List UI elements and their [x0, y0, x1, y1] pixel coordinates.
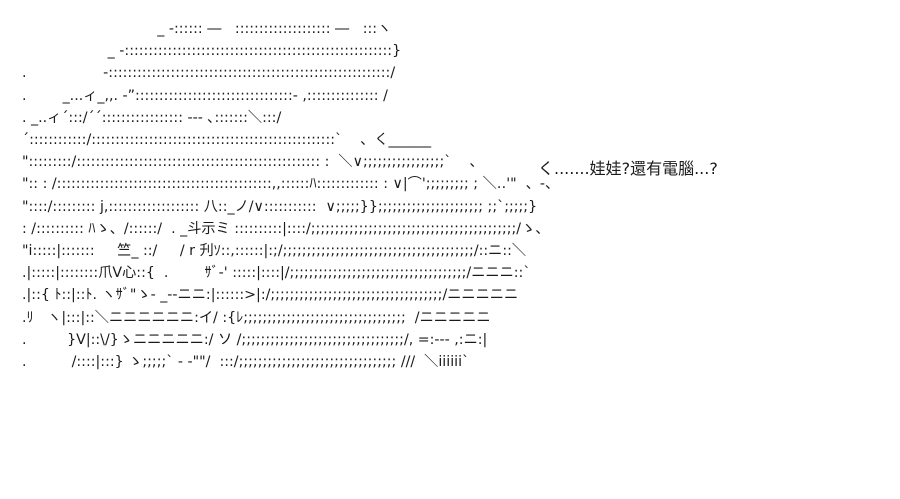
art-line: _ -:::::::::::::::::::::::::::::::::::::…: [22, 43, 402, 60]
art-line: "::::/::::::::: j,::::::::::::::::::: 八:…: [22, 198, 538, 215]
art-line: . }V|::\/}ゝニニニニニ:/ ソ /;;;;;;;;;;;;;;;;;;…: [22, 331, 488, 348]
art-line: .|::{ ﾄ::|::ﾄ. ヽｻﾞ"ゝ‐ _‐‐ニニ:|::::::>|:/;…: [22, 287, 519, 304]
art-line: _ -:::::: ― :::::::::::::::::::: ― :::ヽ: [22, 21, 392, 37]
art-line: .ﾘ ヽ|:::|::＼ニニニニニニ:イ/ :{ﾚ;;;;;;;;;;;;;;;…: [22, 309, 491, 326]
art-line: . -:::::::::::::::::::::::::::::::::::::…: [22, 65, 396, 82]
art-line: "i:::::|::::::: 竺_ ::/ / r 刋ｿ::,::::::|:…: [22, 243, 527, 260]
art-line: ":::::::::/:::::::::::::::::::::::::::::…: [22, 154, 484, 171]
art-line: . _..ィ´:::/´´::::::::::::::::: ‐‐‐ ､::::…: [22, 109, 282, 126]
art-line: .|:::::|::::::::爪V心::{ . ｻﾞ‐' :::::|::::…: [22, 265, 531, 282]
art-line: . /::::|:::} ゝ;;;;;` ‐ -""/ :::/;;;;;;;;…: [22, 354, 470, 371]
art-line: ":: : /:::::::::::::::::::::::::::::::::…: [22, 176, 560, 193]
art-line: . _...ィ_,,. -”::::::::::::::::::::::::::…: [22, 87, 388, 104]
ascii-art-figure: _ -:::::: ― :::::::::::::::::::: ― :::ヽ …: [22, 18, 642, 488]
speech-text: く.......娃娃?還有電腦...?: [538, 159, 718, 178]
art-line: : /:::::::::: ﾊゝ、/::::::/ . _斗示ミ :::::::…: [22, 220, 550, 237]
art-line: ´::::::::::::/::::::::::::::::::::::::::…: [22, 132, 432, 149]
